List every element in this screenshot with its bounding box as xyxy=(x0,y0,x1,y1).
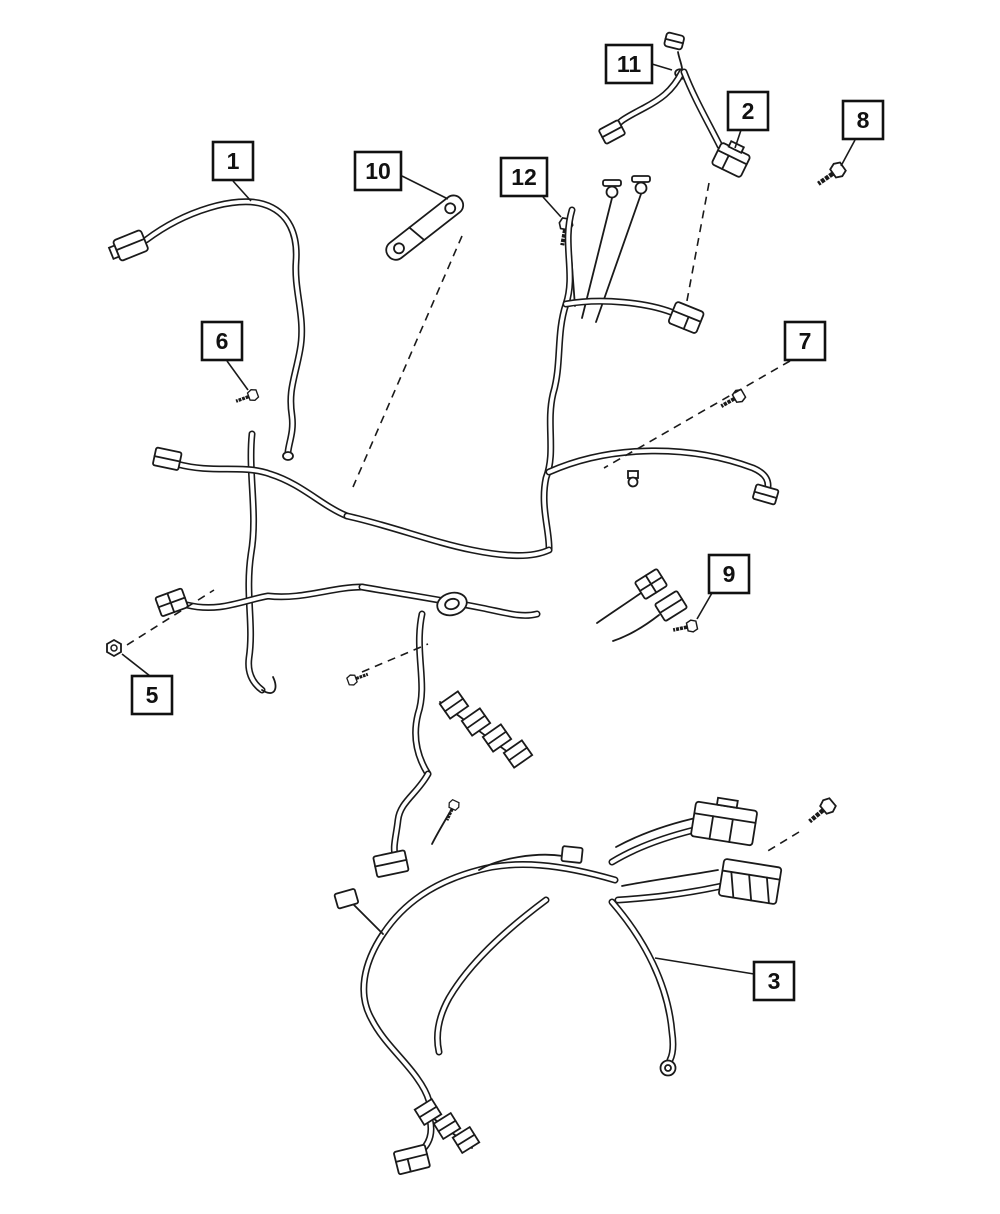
svg-text:12: 12 xyxy=(511,164,537,190)
callout-1[interactable]: 1 xyxy=(211,140,255,182)
svg-text:11: 11 xyxy=(617,51,642,77)
svg-text:8: 8 xyxy=(857,107,870,133)
callout-5[interactable]: 5 xyxy=(130,674,174,716)
callout-6[interactable]: 6 xyxy=(200,320,244,362)
leader-lines xyxy=(121,63,856,975)
svg-text:9: 9 xyxy=(723,561,736,587)
part-9-connectors xyxy=(596,568,700,642)
part-10-bracket xyxy=(385,194,465,261)
svg-text:5: 5 xyxy=(146,682,159,708)
callout-12[interactable]: 12 xyxy=(499,156,549,198)
part-3-harness xyxy=(333,794,837,1176)
mid-right-harness xyxy=(540,206,780,554)
svg-text:1: 1 xyxy=(227,148,240,174)
callout-8[interactable]: 8 xyxy=(841,99,885,141)
part-1-harness xyxy=(107,198,306,461)
svg-text:2: 2 xyxy=(742,98,755,124)
svg-text:3: 3 xyxy=(768,968,781,994)
callouts: 1 2 3 5 6 7 8 9 xyxy=(130,43,885,1002)
callout-9[interactable]: 9 xyxy=(707,553,751,595)
callout-10[interactable]: 10 xyxy=(353,150,403,192)
center-harness xyxy=(343,512,553,878)
svg-text:10: 10 xyxy=(365,158,391,184)
svg-text:7: 7 xyxy=(799,328,812,354)
callout-2[interactable]: 2 xyxy=(726,90,770,132)
callout-7[interactable]: 7 xyxy=(783,320,827,362)
part-11-sensor-lead xyxy=(598,31,724,150)
svg-text:6: 6 xyxy=(216,328,229,354)
callout-11[interactable]: 11 xyxy=(604,43,654,85)
left-harness-cluster xyxy=(106,386,366,694)
part-2-connector xyxy=(711,140,751,178)
harness-art xyxy=(106,31,847,1176)
part-12-fasteners xyxy=(556,175,651,323)
callout-3[interactable]: 3 xyxy=(752,960,796,1002)
